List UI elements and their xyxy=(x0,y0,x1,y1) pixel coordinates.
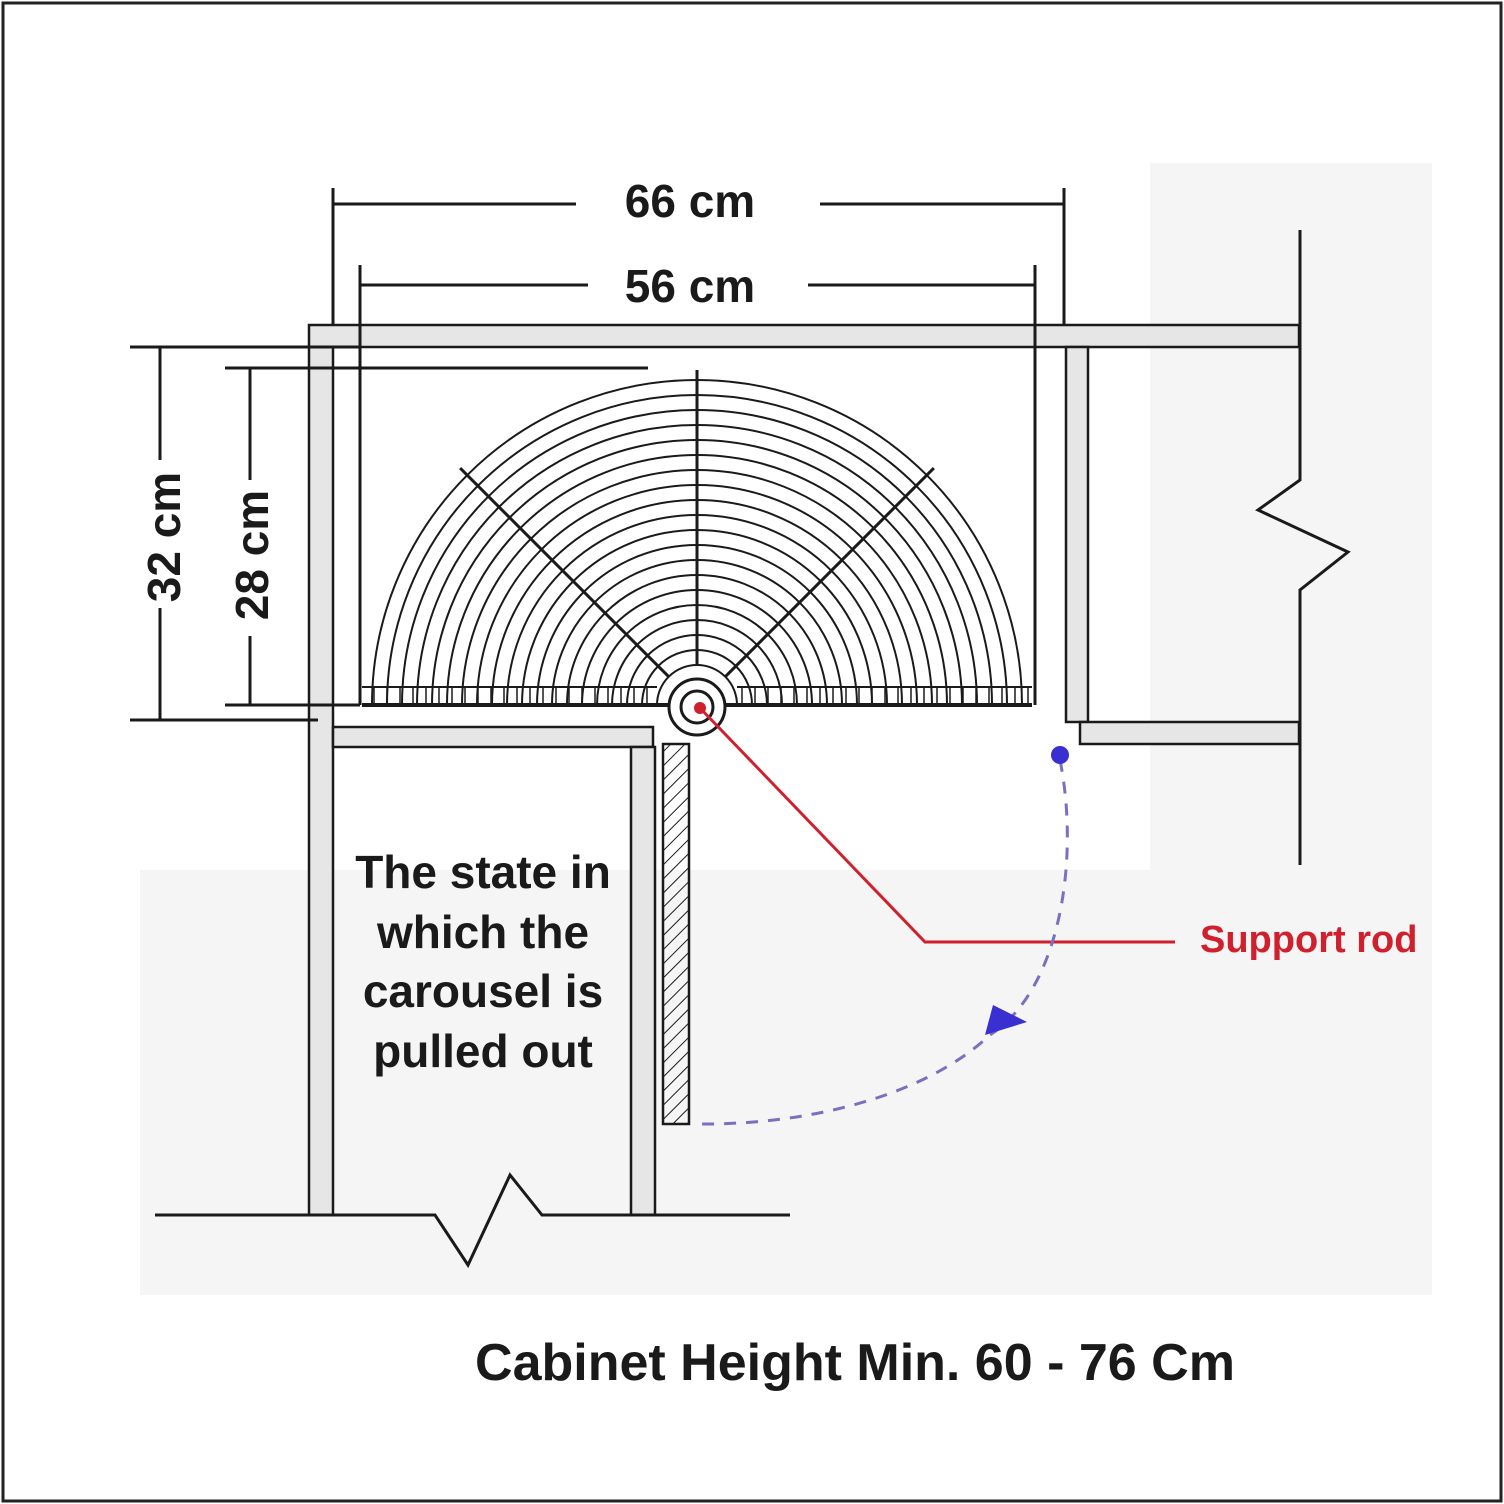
carousel-spoke xyxy=(724,467,935,678)
door-rotation-path xyxy=(697,759,1069,1126)
state-line-3: carousel is xyxy=(363,965,603,1017)
carousel-spoke xyxy=(459,467,670,678)
rotation-start-dot xyxy=(1051,746,1069,764)
door-panel xyxy=(661,742,691,1126)
background-shading xyxy=(140,163,1432,1295)
cabinet-shelf-wall xyxy=(331,725,655,749)
support-rod-leader-line xyxy=(698,706,1175,944)
state-line-4: pulled out xyxy=(373,1025,593,1077)
state-line-2: which the xyxy=(376,906,589,958)
right-cabinet-bottom-wall xyxy=(1078,720,1301,746)
outer-depth-label: 32 cm xyxy=(138,472,190,602)
outer-width-label: 66 cm xyxy=(625,175,755,227)
dimension-inner-width: 56 cm xyxy=(358,260,1037,705)
lower-cabinet-right-wall xyxy=(629,745,657,1217)
inner-width-label: 56 cm xyxy=(625,260,755,312)
cabinet-height-caption: Cabinet Height Min. 60 - 76 Cm xyxy=(475,1334,1235,1392)
top-wall xyxy=(307,323,1301,349)
carousel-tray xyxy=(362,370,1032,707)
right-break-line xyxy=(1255,230,1351,865)
bottom-break-line xyxy=(155,1172,790,1269)
support-rod-label: Support rod xyxy=(1200,919,1417,961)
rotation-arrowhead-icon xyxy=(985,1005,1027,1035)
right-partition-wall xyxy=(1064,345,1090,724)
left-outer-wall xyxy=(307,345,335,1217)
inner-depth-label: 28 cm xyxy=(226,490,278,620)
dimension-outer-width: 66 cm xyxy=(331,175,1066,325)
state-description: The state in which the carousel is pulle… xyxy=(355,846,611,1077)
state-line-1: The state in xyxy=(355,846,611,898)
dimension-outer-depth: 32 cm xyxy=(130,345,360,722)
dimension-inner-depth: 28 cm xyxy=(225,366,648,707)
